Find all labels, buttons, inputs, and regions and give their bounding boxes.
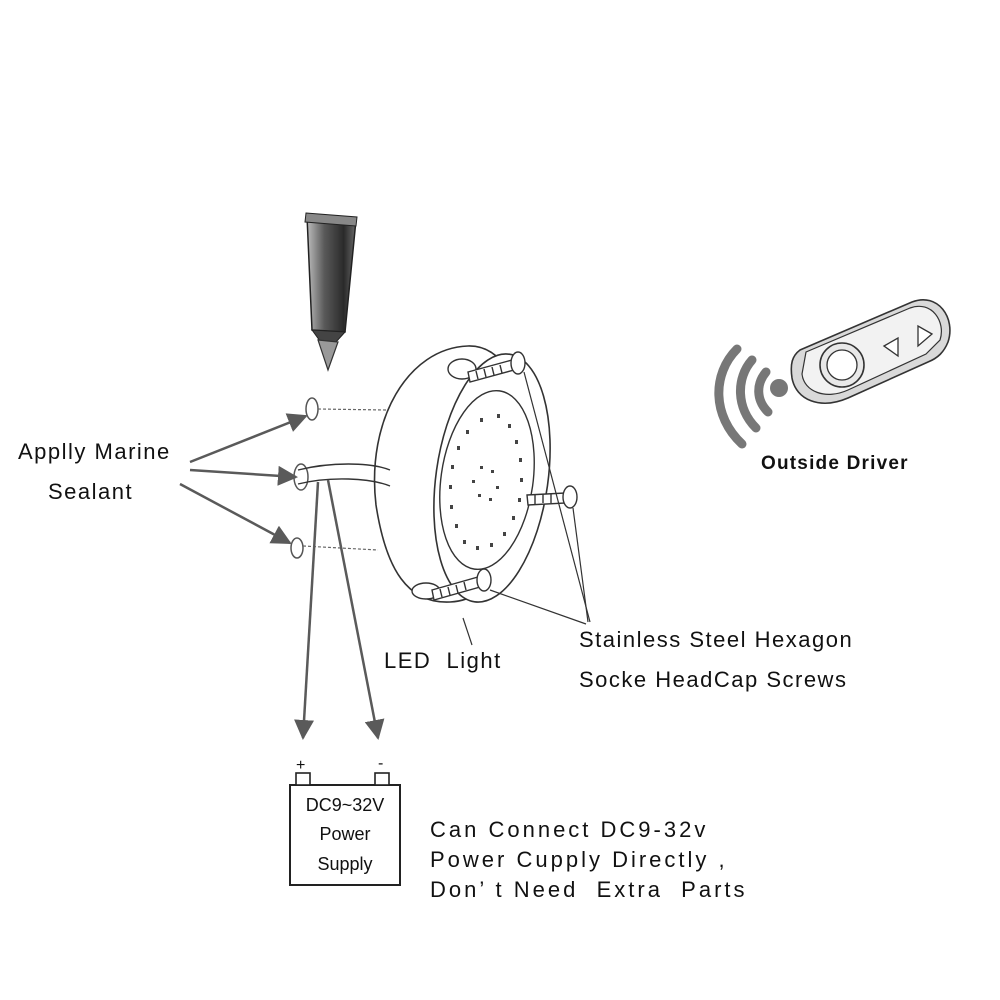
screws-label-line-2: Socke HeadCap Screws	[579, 667, 847, 692]
screws-label-line-1: Stainless Steel Hexagon	[579, 627, 853, 652]
sealant-arrows	[179, 413, 308, 545]
sealant-label-line-2: Sealant	[48, 479, 133, 504]
screw-pointers	[489, 371, 591, 625]
sealant-hole-bottom	[290, 537, 304, 559]
led-light-icon	[373, 345, 551, 603]
terminal-minus-label: -	[378, 755, 383, 772]
sealant-label-line-1: Applly Marine	[18, 439, 171, 464]
sealant-tube-icon	[304, 212, 358, 372]
power-cable	[297, 463, 391, 487]
battery-terminal-plus	[295, 772, 311, 786]
hex-screw-icon	[431, 351, 578, 601]
battery-body	[289, 784, 401, 886]
connect-note-line-3: Don’ t Need Extra Parts	[430, 877, 748, 902]
led-light-label: LED Light	[384, 648, 502, 673]
power-supply-label-line-2: Power	[319, 824, 370, 844]
outside-driver-label: Outside Driver	[761, 453, 909, 474]
remote-left-button	[882, 336, 899, 358]
power-wires	[294, 479, 385, 740]
battery-icon	[289, 772, 401, 886]
sealant-hole-top	[305, 397, 319, 421]
connect-note-line-2: Power Cupply Directly ,	[430, 847, 728, 872]
led-light-pointer	[462, 617, 473, 646]
connect-note-line-1: Can Connect DC9-32v	[430, 817, 708, 842]
hex-screw-top	[467, 351, 526, 383]
battery-terminal-minus	[374, 772, 390, 786]
wireless-signal-icon	[714, 344, 788, 449]
power-supply-label-line-3: Supply	[317, 854, 372, 874]
power-supply-label-line-1: DC9~32V	[306, 795, 385, 815]
remote-right-button	[917, 324, 934, 348]
remote-control-icon	[790, 299, 951, 404]
terminal-plus-label: +	[296, 757, 305, 774]
hex-screw-bottom	[431, 568, 492, 601]
